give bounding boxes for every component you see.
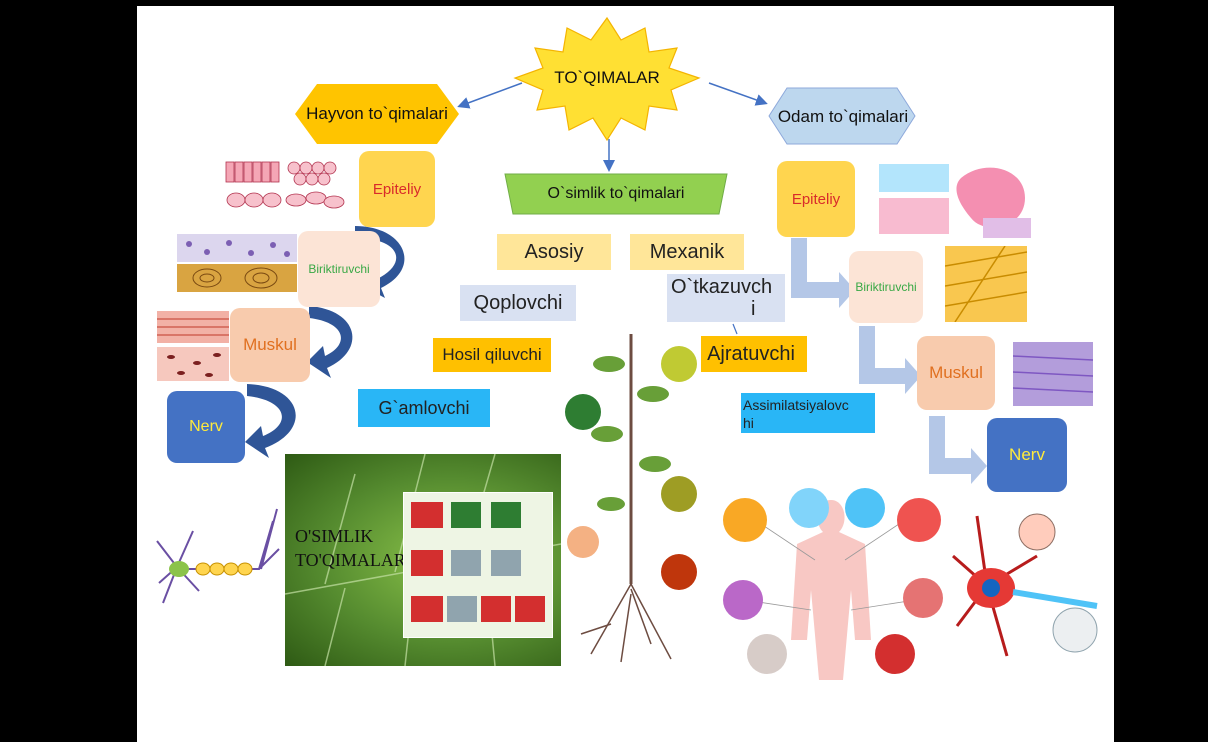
diagram-canvas: TO`QIMALAR Hayvon to`qimalari Odam to`qi…: [137, 6, 1114, 742]
root-star-shape: [513, 16, 701, 142]
animal-muscle-box: Muskul: [230, 308, 310, 382]
plant-mechanical-label: Mexanik: [630, 234, 744, 270]
human-epitheli-box: Epiteliy: [777, 161, 855, 237]
animal-connective-image: [177, 234, 297, 292]
plant-assimilation-line1: Assimilatsiyalovc: [743, 397, 849, 413]
human-muscle-box: Muskul: [917, 336, 995, 410]
plant-conducting-line2: i: [751, 298, 756, 320]
arrow-otkazuvchi-ajratuvchi: [732, 323, 738, 335]
plant-leaf-image: O'SIMLIK TO'QIMALARI: [285, 454, 561, 666]
animal-epitheli-image: [222, 156, 350, 218]
leaf-caption-line1: O'SIMLIK: [295, 526, 374, 546]
plant-assimilation-label: Assimilatsiyalovc hi: [741, 393, 875, 433]
plant-diagram-image: [561, 324, 701, 664]
human-nerve-box: Nerv: [987, 418, 1067, 492]
block-arrow-2: [859, 326, 921, 394]
animal-branch-label: Hayvon to`qimalari: [306, 104, 448, 123]
plant-conducting-line1: O`tkazuvch: [671, 276, 773, 298]
plant-basic-label: Asosiy: [497, 234, 611, 270]
root-title: TO`QIMALAR: [554, 68, 660, 87]
arrow-to-human: [708, 82, 768, 106]
human-epitheli-image: [875, 158, 1035, 242]
curved-arrow-3: [245, 384, 296, 458]
plant-covering-label: Qoplovchi: [460, 285, 576, 321]
animal-epitheli-box: Epiteliy: [359, 151, 435, 227]
block-arrow-1: [791, 238, 855, 308]
leaf-caption-line2: TO'QIMALARI: [295, 550, 412, 570]
connector-layer: [245, 16, 987, 484]
block-arrow-3: [929, 416, 987, 484]
animal-neuron-image: [149, 471, 287, 621]
plant-assimilation-line2: hi: [743, 415, 754, 431]
curved-arrow-2: [307, 306, 353, 378]
animal-muscle-image: [157, 311, 229, 381]
animal-hex-shape: [295, 84, 459, 144]
human-muscle-image: [1013, 342, 1093, 406]
human-connective-image: [945, 246, 1027, 322]
human-neuron-image: [947, 496, 1111, 666]
human-hex-shape: [768, 87, 916, 145]
leaf-caption: O'SIMLIK TO'QIMALARI: [295, 524, 425, 572]
animal-connective-box: Biriktiruvchi: [298, 231, 380, 307]
plant-cells-grid: [403, 492, 553, 638]
plant-conducting-label: O`tkazuvch i: [667, 274, 785, 322]
human-branch-label: Odam to`qimalari: [777, 107, 909, 126]
plant-branch-label: O`simlik to`qimalari: [547, 185, 685, 202]
plant-generative-label: Hosil qiluvchi: [433, 338, 551, 372]
human-body-image: [715, 480, 947, 680]
plant-storage-label: G`amlovchi: [358, 389, 490, 427]
plant-excretory-label: Ajratuvchi: [695, 336, 807, 372]
arrow-to-animal: [457, 82, 523, 109]
animal-nerve-box: Nerv: [167, 391, 245, 463]
plant-trapezoid-shape: [504, 173, 728, 215]
human-connective-box: Biriktiruvchi: [849, 251, 923, 323]
